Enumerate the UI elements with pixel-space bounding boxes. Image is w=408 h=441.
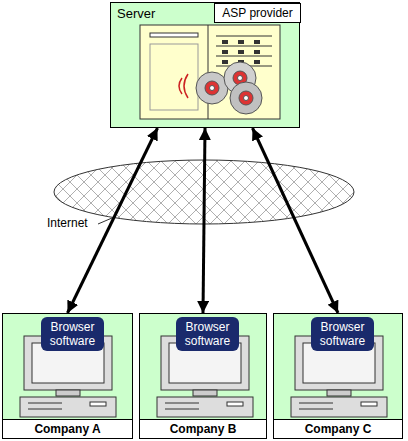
server-title: Server bbox=[117, 6, 155, 21]
computer-part bbox=[90, 402, 106, 406]
server-ground bbox=[110, 2, 300, 128]
company-label: Company A bbox=[3, 419, 132, 438]
browser-box: Browser software bbox=[41, 317, 104, 351]
disc-group bbox=[179, 62, 262, 114]
browser-label: Browser software bbox=[316, 320, 370, 348]
computer-part bbox=[291, 397, 387, 417]
company-label: Company B bbox=[140, 419, 266, 438]
computer-part bbox=[299, 403, 333, 404]
computer-part bbox=[56, 390, 80, 396]
computer-part bbox=[193, 390, 217, 396]
computer-part bbox=[327, 390, 351, 396]
server-cabinet bbox=[140, 25, 280, 119]
company-box: Company B Browser software bbox=[139, 313, 267, 439]
company-ground bbox=[273, 313, 403, 439]
provider-tag: ASP provider bbox=[214, 3, 301, 23]
computer-part bbox=[28, 403, 62, 404]
provider-label: ASP provider bbox=[222, 6, 292, 20]
computer-part bbox=[227, 402, 243, 406]
company-box: Company A Browser software bbox=[2, 313, 133, 439]
company-label: Company C bbox=[274, 419, 402, 438]
computer-part bbox=[157, 397, 253, 417]
computer-part bbox=[165, 409, 199, 410]
browser-label: Browser software bbox=[46, 320, 100, 348]
company-ground bbox=[2, 313, 133, 439]
network-label: Internet bbox=[46, 216, 89, 230]
computer-part bbox=[299, 409, 333, 410]
browser-box: Browser software bbox=[176, 317, 239, 351]
company-ground bbox=[139, 313, 267, 439]
double-arrow bbox=[253, 128, 339, 313]
computer-part bbox=[361, 402, 377, 406]
browser-label: Browser software bbox=[181, 320, 235, 348]
computer-part bbox=[165, 403, 199, 404]
computer-part bbox=[20, 397, 116, 417]
server-box: Server ASP provider bbox=[110, 2, 300, 128]
company-box: Company C Browser software bbox=[273, 313, 403, 439]
double-arrow bbox=[203, 128, 205, 313]
browser-box: Browser software bbox=[311, 317, 374, 351]
computer-part bbox=[28, 409, 62, 410]
